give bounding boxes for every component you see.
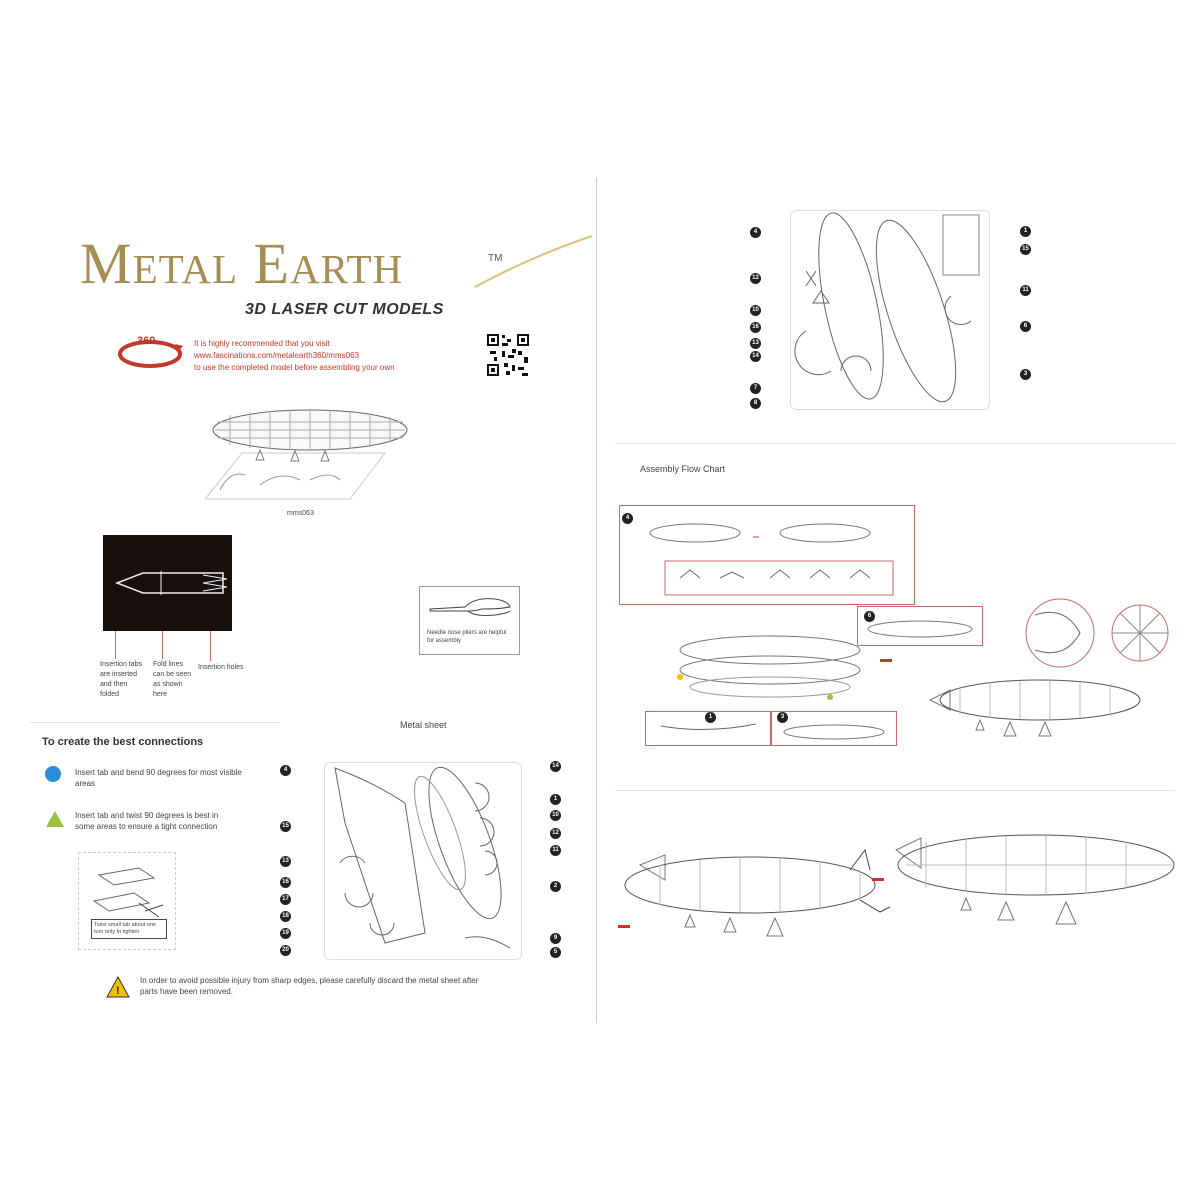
legend-insertion-holes: Insertion holes	[198, 664, 244, 671]
pliers-icon	[429, 598, 511, 616]
flow-step-6-number: 6	[864, 611, 875, 622]
legend-insertion-tabs: Insertion tabs are inserted and then fol…	[100, 661, 143, 698]
twist-illustration: Twist small tab about one turn only to t…	[78, 852, 176, 950]
connections-title: To create the best connections	[42, 736, 204, 748]
page-divider	[596, 178, 597, 1023]
green-triangle-icon	[46, 811, 64, 827]
sheet1-left-callouts: 4 15 13 16 17 18 19 20	[278, 762, 324, 962]
legend-fold-lines: Fold lines can be seen as shown here	[153, 661, 192, 698]
tagline: 3D LASER CUT MODELS	[245, 301, 444, 318]
flow-step-1-box	[645, 711, 771, 746]
arrow-icon	[618, 925, 630, 928]
sheet1-right-callouts: 14 1 10 12 11 2 9 5	[548, 760, 568, 960]
brand-swoosh	[474, 235, 593, 288]
arrow-icon	[872, 878, 884, 881]
metal-sheet-2	[790, 210, 990, 410]
svg-text:!: !	[116, 985, 120, 997]
flow-step-3-number: 3	[777, 712, 788, 723]
flow-step-3-box	[771, 711, 897, 746]
flow-step-4-box	[619, 505, 915, 605]
sheet2-right-callouts: 1 15 11 6 3	[1018, 226, 1038, 386]
warning-text: In order to avoid possible injury from s…	[140, 976, 479, 996]
flow-step-4-number: 4	[622, 513, 633, 524]
detail-circles-illustration	[1025, 598, 1169, 668]
metal-sheet-label: Metal sheet	[400, 720, 447, 730]
arrow-icon	[880, 659, 892, 662]
flow-assembly-illustration	[677, 635, 861, 700]
qr-code-icon[interactable]	[486, 333, 530, 377]
warning-icon: !	[106, 976, 130, 998]
model-code: mms063	[287, 510, 314, 517]
blue-dot-icon	[45, 766, 61, 782]
view360-link[interactable]: www.fascinations.com/metalearth360/mms06…	[194, 351, 359, 360]
view-360-icon: 360	[118, 335, 183, 368]
completed-model-illustration	[203, 409, 408, 500]
view-360-badge: 360	[137, 335, 155, 347]
view360-line1: It is highly recommended that you visit	[194, 339, 330, 348]
tool-note: Needle nose pliers are helpful for assem…	[427, 630, 507, 644]
sheet2-left-callouts: 4 12 10 16 13 14 7 8	[748, 226, 790, 416]
flow-chart-label: Assembly Flow Chart	[640, 464, 726, 474]
brand-title: Metal Earth	[80, 231, 404, 296]
tool-note-box: Needle nose pliers are helpful for assem…	[419, 586, 520, 655]
tab-insertion-photo	[103, 535, 232, 631]
connection-green-text: Insert tab and twist 90 degrees is best …	[75, 811, 219, 831]
view360-line3: to use the completed model before assemb…	[194, 363, 395, 372]
metal-sheet-1	[324, 762, 522, 960]
trademark: TM	[488, 253, 503, 264]
flow-step-1-number: 1	[705, 712, 716, 723]
zeppelin-completed-illustration	[895, 834, 1175, 925]
view360-text: It is highly recommended that you visit …	[194, 338, 484, 374]
flow-step-6-box	[857, 606, 983, 646]
zeppelin-assembly-illustration	[624, 848, 891, 937]
zeppelin-step-illustration	[928, 679, 1141, 737]
twist-note: Twist small tab about one turn only to t…	[91, 919, 167, 939]
connection-blue-text: Insert tab and bend 90 degrees for most …	[75, 768, 242, 788]
